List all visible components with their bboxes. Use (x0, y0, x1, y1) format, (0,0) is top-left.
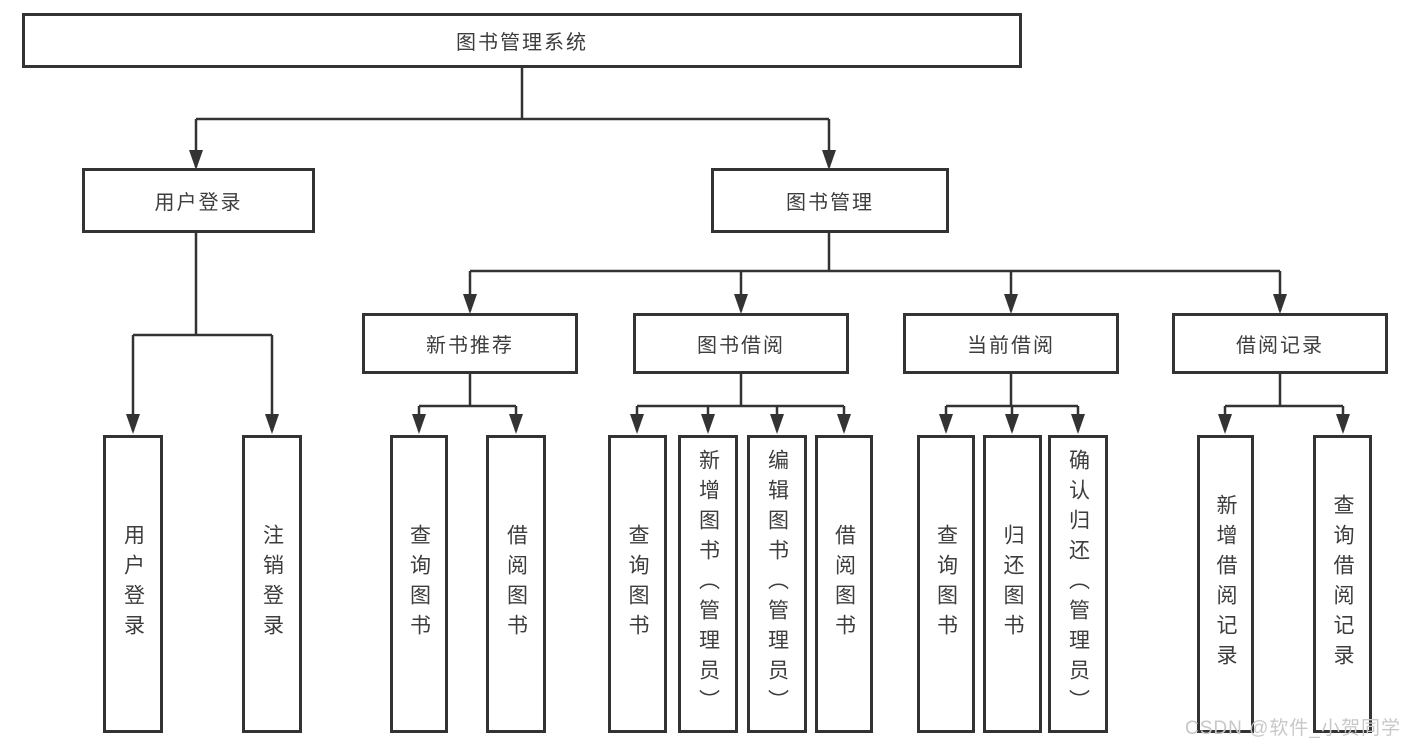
node-new-book-recommend-label: 新书推荐 (426, 335, 514, 357)
leaf-edit-books-admin-label: 编辑图书（管理员） (765, 449, 789, 719)
node-root: 图书管理系统 (22, 13, 1022, 68)
leaf-logout: 注销登录 (242, 435, 302, 733)
leaf-query-books-recommend: 查询图书 (390, 435, 448, 733)
node-borrow-records: 借阅记录 (1172, 313, 1388, 374)
node-borrow-records-label: 借阅记录 (1236, 335, 1324, 357)
node-current-borrowing-label: 当前借阅 (967, 335, 1055, 357)
leaf-add-books-admin: 新增图书（管理员） (678, 435, 738, 733)
leaf-edit-books-admin: 编辑图书（管理员） (747, 435, 807, 733)
node-root-label: 图书管理系统 (456, 32, 588, 54)
leaf-logout-label: 注销登录 (260, 524, 284, 644)
leaf-confirm-return-admin-label: 确认归还（管理员） (1066, 449, 1090, 719)
csdn-watermark: CSDN @软件_小贺同学 (1185, 718, 1401, 739)
node-user-login-label: 用户登录 (154, 192, 243, 214)
leaf-borrow-books: 借阅图书 (815, 435, 873, 733)
node-book-borrowing: 图书借阅 (633, 313, 849, 374)
leaf-query-borrow-record: 查询借阅记录 (1313, 435, 1372, 733)
leaf-query-books-recommend-label: 查询图书 (407, 524, 431, 644)
leaf-add-borrow-record-label: 新增借阅记录 (1214, 494, 1237, 674)
leaf-user-login-label: 用户登录 (121, 524, 145, 644)
leaf-user-login: 用户登录 (103, 435, 163, 733)
node-new-book-recommend: 新书推荐 (362, 313, 578, 374)
leaf-add-borrow-record: 新增借阅记录 (1197, 435, 1254, 733)
leaf-query-books-current-label: 查询图书 (934, 524, 958, 644)
leaf-borrow-books-label: 借阅图书 (832, 524, 856, 644)
leaf-query-books-current: 查询图书 (917, 435, 975, 733)
leaf-return-books: 归还图书 (983, 435, 1042, 733)
node-current-borrowing: 当前借阅 (903, 313, 1119, 374)
leaf-query-borrow-record-label: 查询借阅记录 (1331, 494, 1354, 674)
leaf-borrow-books-recommend-label: 借阅图书 (504, 524, 528, 644)
node-book-borrowing-label: 图书借阅 (697, 335, 785, 357)
leaf-add-books-admin-label: 新增图书（管理员） (696, 449, 720, 719)
leaf-query-books-borrowing-label: 查询图书 (626, 524, 649, 644)
leaf-confirm-return-admin: 确认归还（管理员） (1048, 435, 1108, 733)
leaf-query-books-borrowing: 查询图书 (608, 435, 667, 733)
node-book-management-label: 图书管理 (786, 192, 874, 214)
leaf-borrow-books-recommend: 借阅图书 (486, 435, 546, 733)
leaf-return-books-label: 归还图书 (1001, 524, 1024, 644)
node-book-management: 图书管理 (711, 168, 949, 233)
node-user-login: 用户登录 (82, 168, 315, 233)
